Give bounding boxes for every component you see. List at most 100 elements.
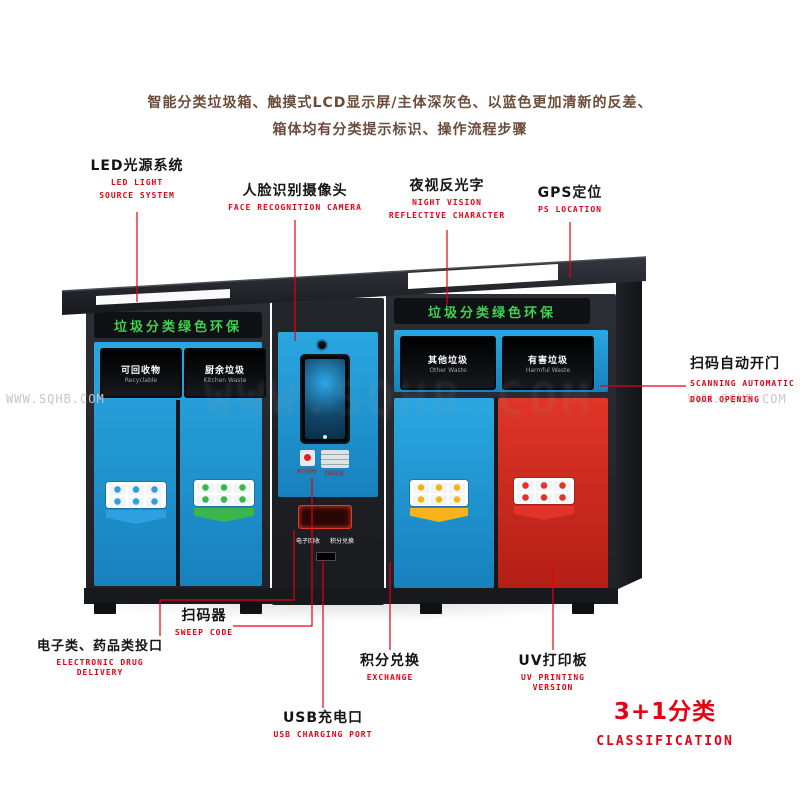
scan-deposit-chip: [321, 450, 349, 468]
machine-foot: [94, 602, 116, 614]
sticker-icon: [127, 497, 145, 507]
sticker-banner: [410, 508, 468, 522]
sticker-banner: [194, 508, 254, 522]
sticker-icon: [215, 483, 233, 493]
top-description-line1: 智能分类垃圾箱、触摸式LCD显示屏/主体深灰色、以蓝色更加清新的反差、: [147, 95, 653, 111]
sticker-other-waste: [410, 480, 468, 522]
bin-harmful-waste-sublabel: Harmful Waste: [525, 366, 571, 374]
bin-kitchen-waste-sublabel: Kitchen Waste: [203, 376, 247, 384]
sticker-icon: [449, 483, 465, 493]
sticker-icon: [127, 485, 145, 495]
sticker-icon: [146, 485, 163, 495]
top-description: 智能分类垃圾箱、触摸式LCD显示屏/主体深灰色、以蓝色更加清新的反差、 箱体均有…: [100, 90, 700, 144]
usb-charging-port: [316, 552, 336, 561]
chip1-label: 积分回收: [297, 469, 318, 475]
sticker-icon: [535, 481, 553, 491]
sticker-harmful-waste: [514, 478, 574, 520]
callout-gps: GPS定位 PS LOCATION: [515, 185, 625, 215]
callout-exchange-en1: EXCHANGE: [366, 673, 414, 682]
sticker-icon: [431, 483, 447, 493]
chip2-label: 扫码投放: [324, 471, 345, 477]
bin-recyclable-sublabel: Recyclable: [124, 376, 158, 384]
callout-sweep-en1: SWEEP CODE: [174, 628, 234, 637]
roof-edge-highlight: [61, 256, 647, 292]
sticker-icon: [535, 493, 553, 503]
sticker-icon: [554, 481, 571, 491]
callout-led-en1: LED LIGHT: [110, 178, 164, 187]
callout-sweep-label: 扫码器: [181, 608, 227, 624]
sticker-icon: [197, 495, 214, 505]
sticker-icon: [109, 497, 126, 507]
sticker-banner: [514, 506, 574, 520]
callout-scan-door-en2: DOOR OPENING: [690, 395, 760, 404]
callout-night-label: 夜视反光字: [409, 178, 485, 194]
classification-brand: 3+1分类 CLASSIFICATION: [575, 692, 755, 749]
callout-face-en1: FACE RECOGNITION CAMERA: [228, 203, 362, 212]
callout-led: LED光源系统 LED LIGHT SOURCE SYSTEM: [72, 158, 202, 201]
sticker-icon: [413, 483, 429, 493]
callout-led-en2: SOURCE SYSTEM: [99, 191, 175, 200]
bin-kitchen-waste-label: 厨余垃圾: [204, 365, 245, 376]
sticker-icon: [554, 493, 571, 503]
callout-electronic-label: 电子类、药品类投口: [36, 639, 163, 654]
left-module-door-gap: [176, 400, 180, 586]
sticker-icon: [449, 495, 465, 505]
callout-uv-label: UV打印板: [518, 653, 588, 669]
chip-indicator-dot: [304, 454, 311, 461]
slot-left-label: 电子回收: [296, 538, 321, 545]
left-module-slogan: 垃圾分类绿色环保: [113, 319, 242, 335]
classification-zh: 3+1分类: [613, 699, 717, 725]
callout-gps-label: GPS定位: [537, 185, 603, 201]
slot-right-label: 积分兑换: [330, 538, 355, 545]
electronic-deposit-slot: [298, 505, 352, 529]
machine-foot: [572, 602, 594, 614]
right-module-header: 垃圾分类绿色环保: [394, 298, 590, 324]
bin-other-waste-label: 其他垃圾: [427, 355, 468, 366]
machine-side-panel: [616, 268, 642, 590]
callout-night-vision: 夜视反光字 NIGHT VISION REFLECTIVE CHARACTER: [387, 178, 507, 221]
sticker-icon: [413, 495, 429, 505]
bin-harmful-waste-label: 有害垃圾: [527, 355, 568, 366]
lcd-screen-content: [305, 359, 345, 439]
sticker-icon: [109, 485, 126, 495]
sticker-icon: [197, 483, 214, 493]
callout-exchange: 积分兑换 EXCHANGE: [350, 653, 430, 683]
sticker-kitchen: [194, 480, 254, 522]
sticker-icon: [517, 481, 534, 491]
sticker-icon: [234, 483, 251, 493]
bin-other-waste: 其他垃圾 Other Waste: [400, 336, 496, 390]
sticker-icon: [146, 497, 163, 507]
callout-face-label: 人脸识别摄像头: [242, 183, 348, 199]
classification-en: CLASSIFICATION: [596, 734, 734, 749]
callout-exchange-label: 积分兑换: [360, 653, 420, 669]
sticker-icon: [431, 495, 447, 505]
sticker-recyclable: [106, 482, 166, 524]
callout-electronic-port: 电子类、药品类投口 ELECTRONIC DRUG DELIVERY: [35, 638, 165, 678]
points-recycle-chip: [300, 450, 315, 466]
callout-face-camera: 人脸识别摄像头 FACE RECOGNITION CAMERA: [215, 183, 375, 213]
top-description-line2: 箱体均有分类提示标识、操作流程步骤: [272, 122, 528, 138]
callout-gps-en1: PS LOCATION: [538, 205, 602, 214]
machine-base: [84, 588, 618, 604]
callout-usb: USB充电口 USB CHARGING PORT: [270, 710, 376, 740]
bin-harmful-waste: 有害垃圾 Harmful Waste: [502, 336, 594, 390]
callout-scan-door-en1: SCANNING AUTOMATIC: [690, 379, 795, 388]
sticker-banner: [106, 510, 166, 524]
right-module-door-gap: [494, 398, 498, 588]
top-opening-slot-right: [408, 264, 558, 289]
callout-led-label: LED光源系统: [90, 158, 184, 174]
callout-scan-door-label: 扫码自动开门: [690, 356, 780, 372]
bin-recyclable: 可回收物 Recyclable: [100, 348, 182, 398]
lcd-screen: [300, 354, 350, 444]
watermark-right: WWW.SQHB.COM: [688, 392, 787, 406]
callout-usb-label: USB充电口: [282, 710, 364, 726]
callout-scan-door: 扫码自动开门 SCANNING AUTOMATIC DOOR OPENING: [690, 356, 795, 405]
callout-sweep-code: 扫码器 SWEEP CODE: [159, 608, 249, 638]
bin-kitchen-waste: 厨余垃圾 Kitchen Waste: [184, 348, 266, 398]
face-recognition-camera: [318, 341, 326, 349]
bin-other-waste-sublabel: Other Waste: [429, 366, 467, 374]
callout-usb-en1: USB CHARGING PORT: [273, 730, 373, 739]
left-module-header: 垃圾分类绿色环保: [94, 312, 262, 338]
lcd-home-dot: [323, 435, 327, 439]
